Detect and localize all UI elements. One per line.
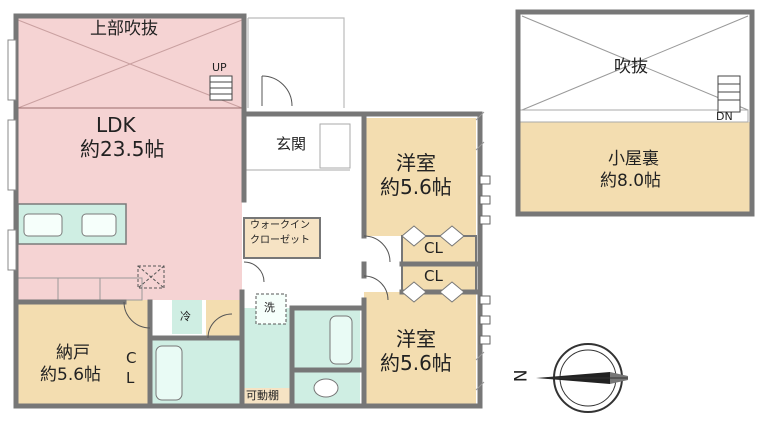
fridge-space — [172, 300, 202, 334]
loft-void — [520, 14, 750, 122]
storage-size: 約5.6帖 — [40, 365, 102, 385]
western-room-1-name: 洋室 — [396, 151, 436, 175]
western-room-2 — [364, 292, 476, 404]
range-hood — [137, 265, 165, 289]
stairs-down — [717, 75, 741, 113]
toilet-bowl — [313, 378, 339, 398]
shelf-label: 可動棚 — [246, 389, 279, 402]
closet-bottom-label: CL — [424, 267, 443, 285]
storage-cl-l: L — [126, 369, 135, 387]
compass-north-label: N — [511, 369, 532, 383]
western-room-1 — [364, 118, 476, 236]
western-room-2-name: 洋室 — [396, 327, 436, 351]
loft-name: 小屋裏 — [608, 149, 659, 169]
upper-void-cross — [17, 19, 243, 109]
fridge-label: 冷 — [180, 310, 191, 323]
kitchen-counter — [17, 203, 143, 301]
washer-label: 洗 — [264, 301, 275, 314]
western-room-1-size: 約5.6帖 — [380, 175, 452, 199]
walk-in-closet — [244, 218, 320, 258]
compass-icon — [536, 343, 628, 413]
walkin-label-2: クローゼット — [250, 235, 310, 246]
walkin-label-1: ウォークイン — [250, 220, 310, 231]
porch-outline — [248, 17, 345, 108]
dn-label: DN — [716, 110, 733, 123]
storage-room — [18, 300, 150, 404]
loft-walls — [515, 9, 755, 217]
washer-box — [255, 293, 287, 325]
stairs-up — [209, 75, 233, 101]
closet-top-label: CL — [424, 239, 443, 257]
upper-void-label: 上部吹抜 — [90, 19, 158, 39]
ldk-size: 約23.5帖 — [80, 137, 165, 161]
loft-size: 約8.0帖 — [600, 171, 662, 191]
windows-east — [479, 175, 491, 345]
pantry — [206, 300, 242, 338]
void-label: 吹抜 — [614, 57, 648, 77]
western-room-2-size: 約5.6帖 — [380, 351, 452, 375]
tub-2 — [329, 315, 353, 365]
loft-room — [520, 122, 750, 212]
storage-name: 納戸 — [56, 343, 90, 363]
shoe-storage — [319, 123, 351, 169]
bathtub — [155, 345, 183, 401]
doors — [123, 75, 391, 339]
shelf-area — [242, 388, 292, 404]
up-label: UP — [212, 61, 227, 74]
ldk-name: LDK — [96, 113, 136, 137]
entrance-label: 玄関 — [276, 135, 307, 153]
ldk-area — [18, 18, 242, 300]
storage-cl-c: C — [126, 349, 137, 367]
